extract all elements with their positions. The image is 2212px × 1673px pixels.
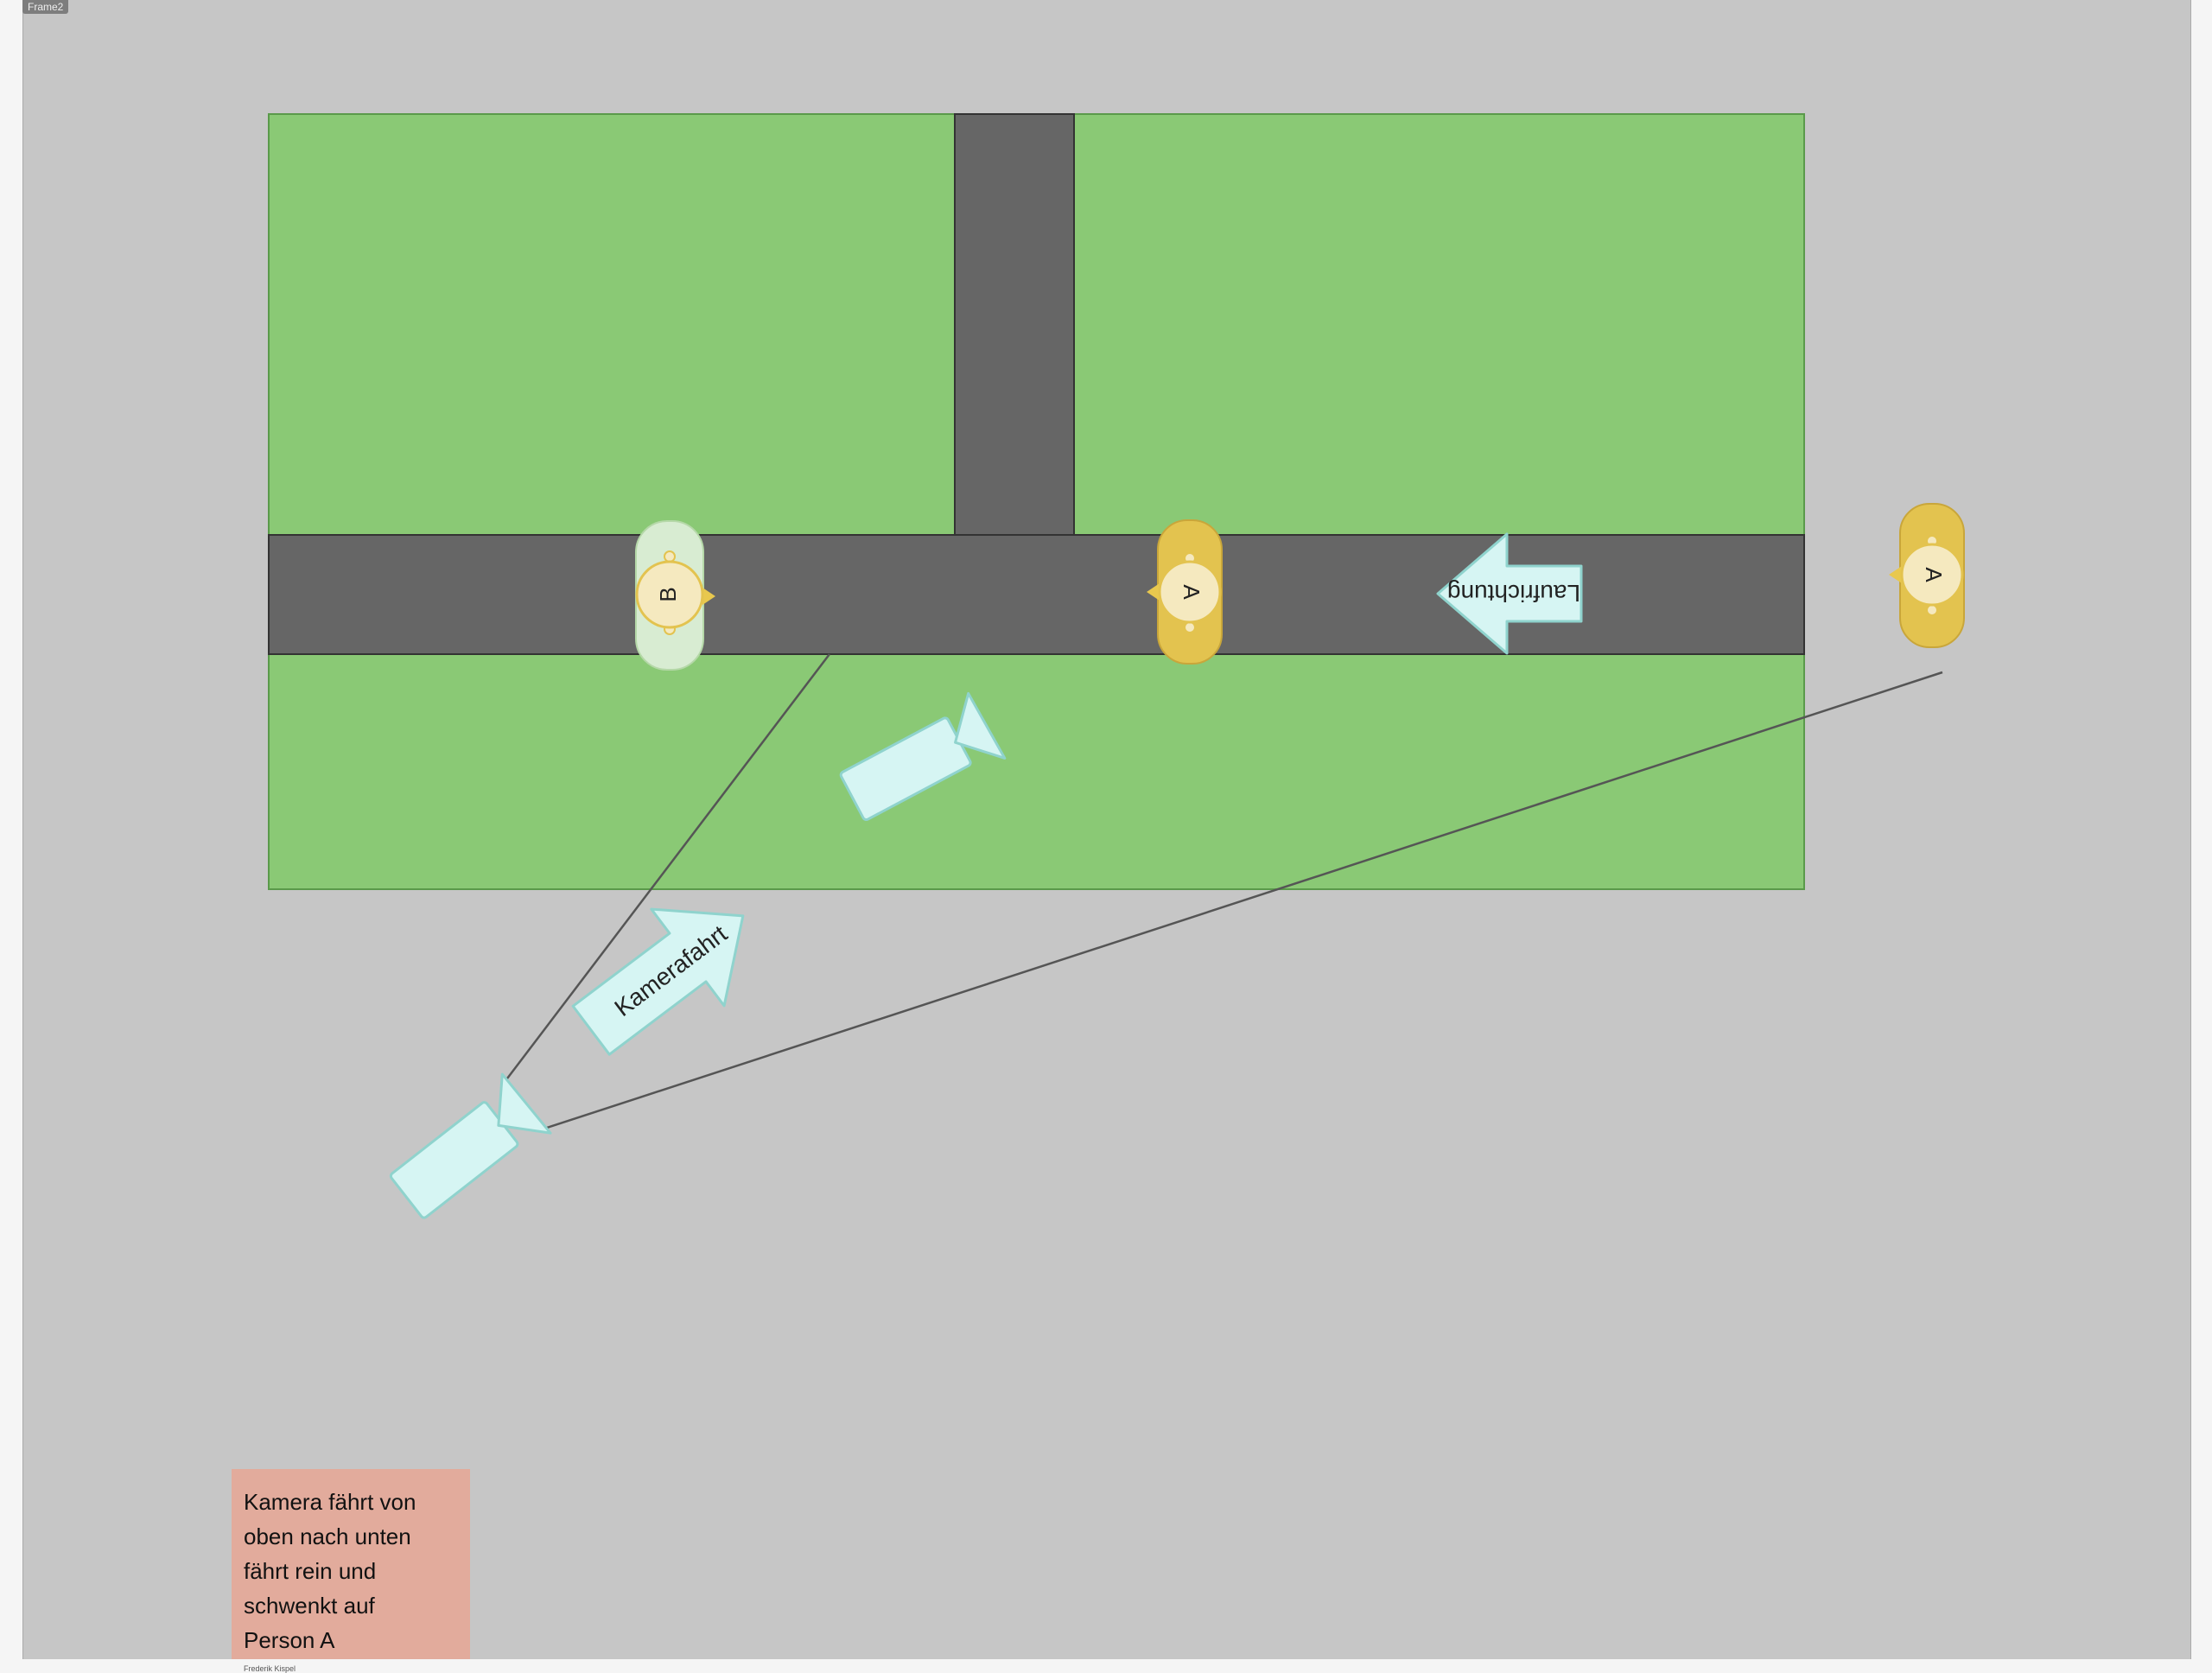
walk-direction-label: Laufrichtung bbox=[1447, 580, 1580, 607]
sticky-note-author: Frederik Kispel bbox=[244, 1664, 296, 1673]
sight-line-right[interactable] bbox=[543, 671, 1943, 1130]
frame-label[interactable]: Frame2 bbox=[22, 0, 69, 14]
walk-direction-arrow[interactable]: Laufrichtung bbox=[1436, 532, 1583, 655]
camera-bottom-icon[interactable] bbox=[383, 1072, 552, 1227]
camera-top-icon[interactable] bbox=[835, 691, 1007, 830]
person-a-outside-token[interactable]: A bbox=[1889, 503, 1965, 648]
sticky-note[interactable]: Kamera fährt von oben nach unten fährt r… bbox=[232, 1469, 470, 1673]
person-b-label: B bbox=[655, 587, 681, 601]
person-a-outside-label: A bbox=[1921, 567, 1947, 582]
sticky-note-text: Kamera fährt von oben nach unten fährt r… bbox=[244, 1489, 416, 1653]
person-b-token[interactable]: B bbox=[635, 520, 715, 671]
sight-line-left[interactable] bbox=[504, 653, 830, 1083]
person-a-label: A bbox=[1179, 584, 1205, 600]
person-a-token[interactable]: A bbox=[1147, 519, 1223, 665]
road-vertical[interactable] bbox=[954, 113, 1075, 537]
